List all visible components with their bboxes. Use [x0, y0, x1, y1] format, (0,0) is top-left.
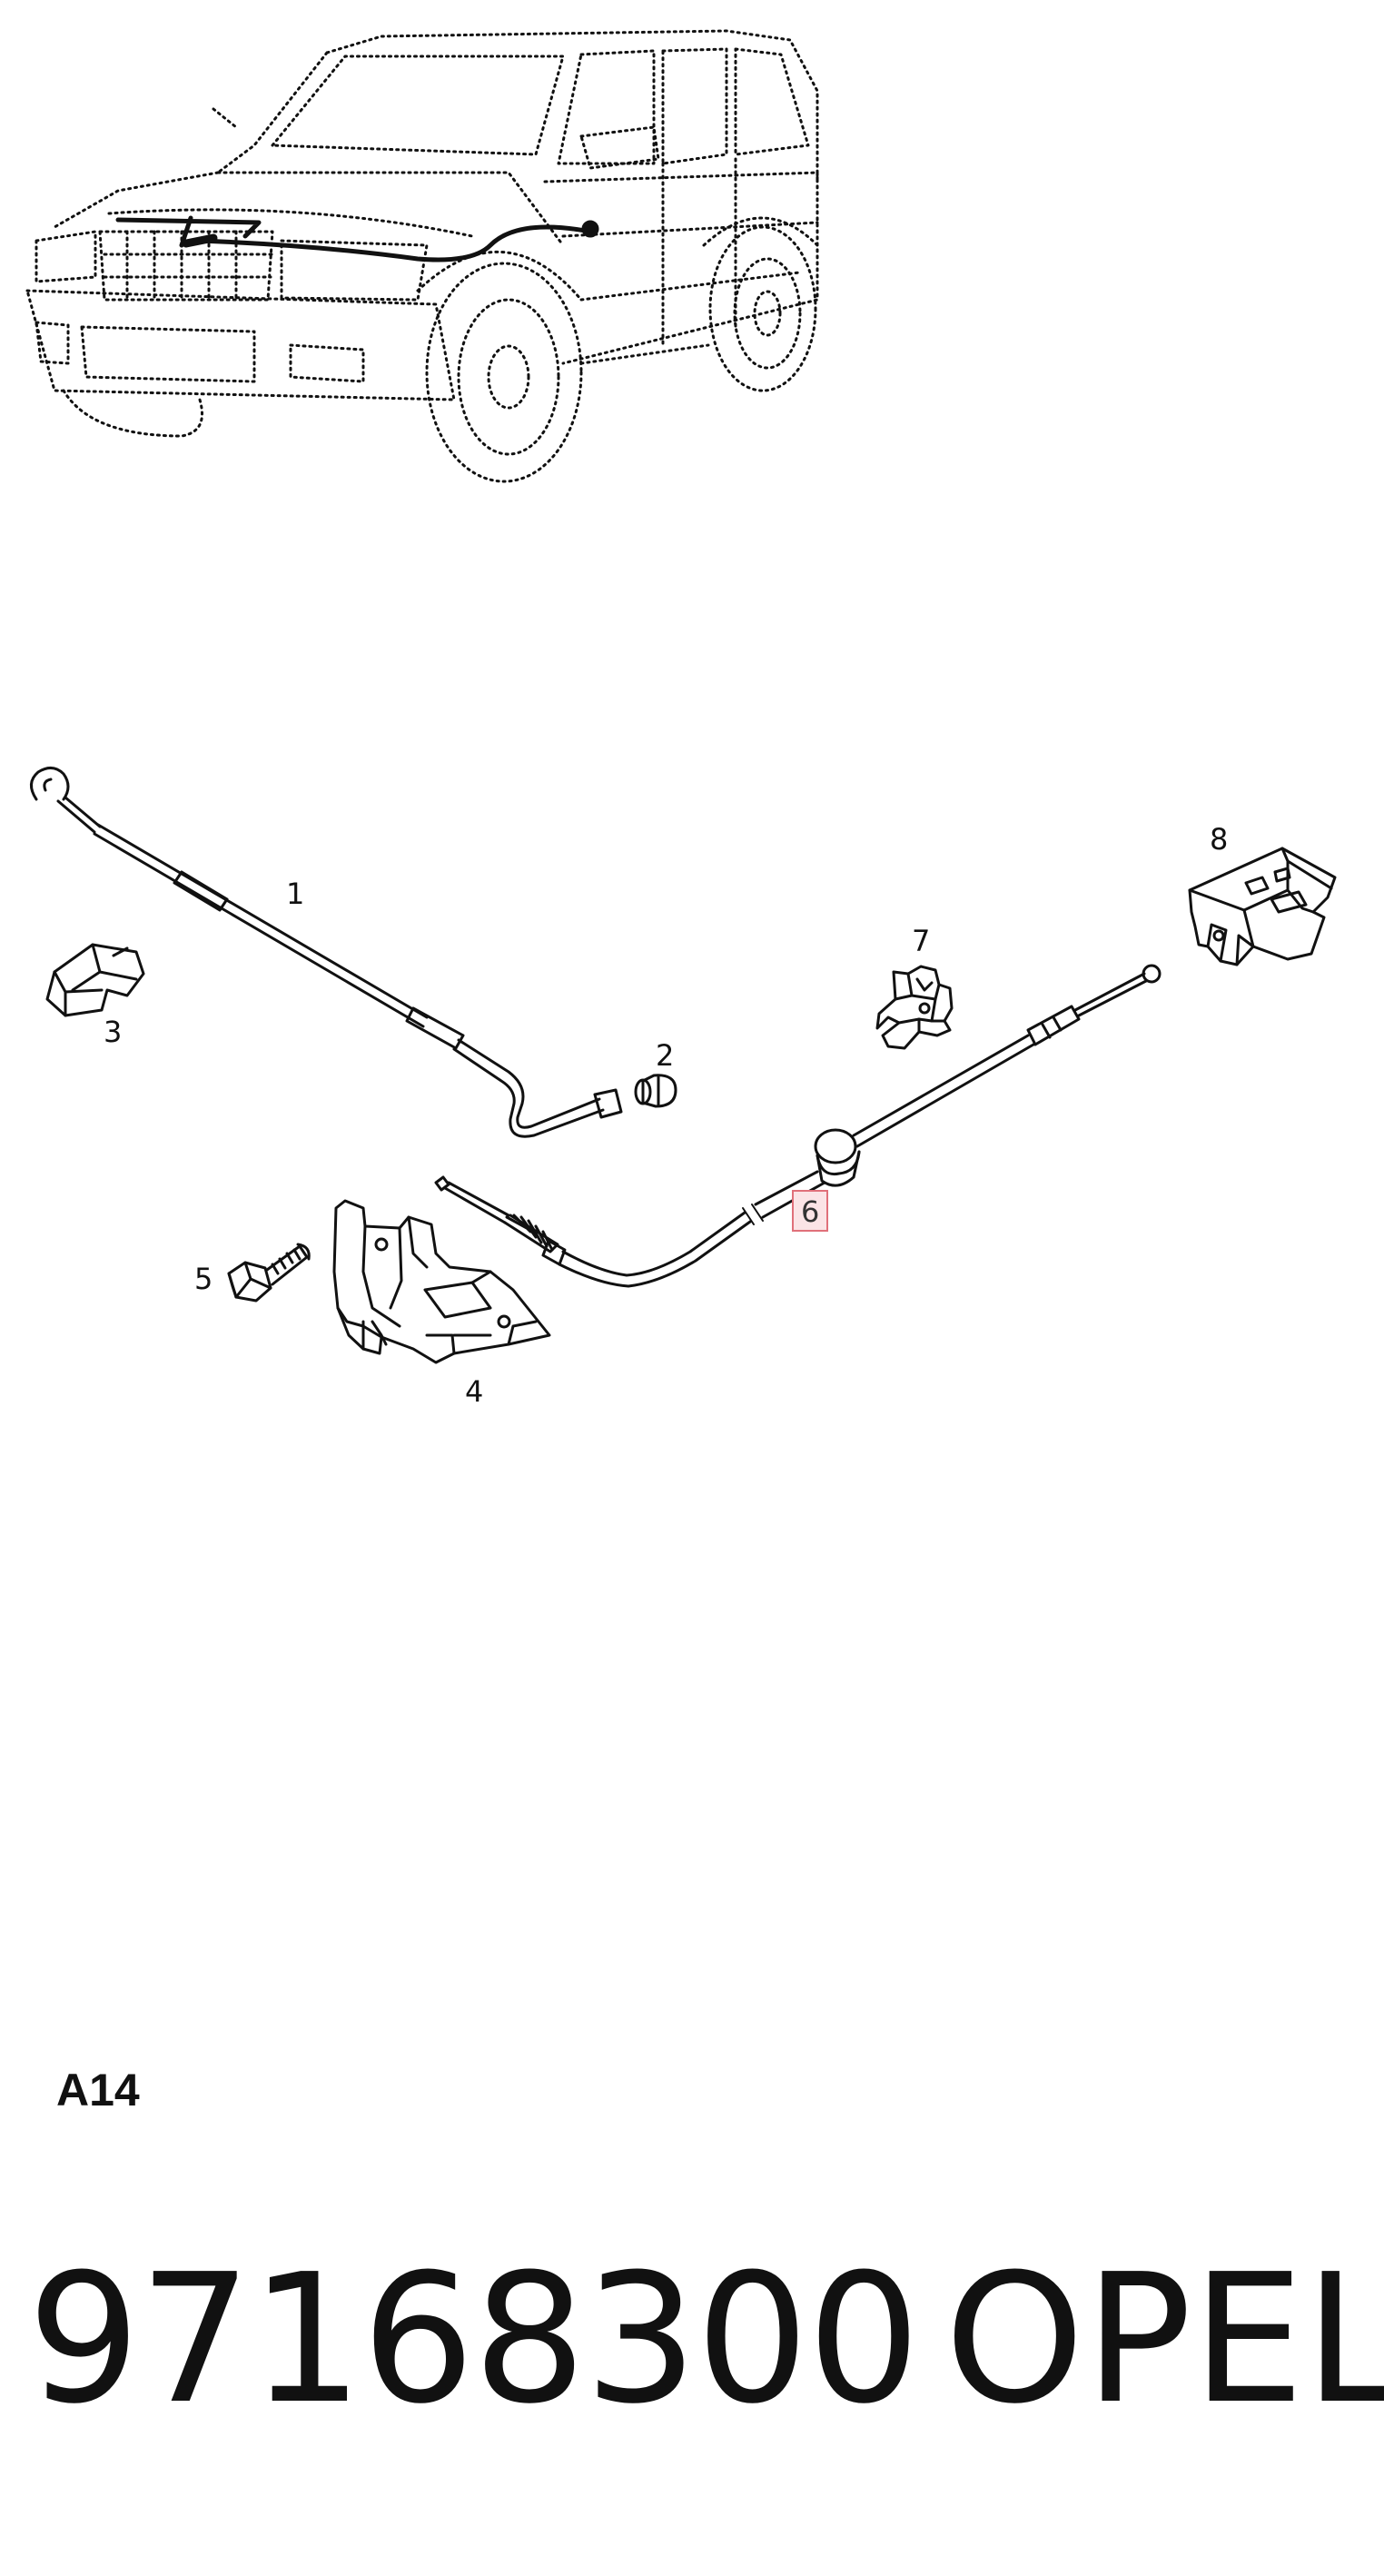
vehicle-cable-route [115, 215, 599, 263]
part-7-retaining-clip [875, 965, 954, 1050]
callout-4: 4 [465, 1374, 484, 1409]
callout-5: 5 [194, 1262, 213, 1296]
vehicle-illustration [25, 29, 819, 483]
callout-7: 7 [912, 924, 931, 958]
part-3-clip [45, 943, 145, 1017]
callout-2: 2 [656, 1038, 675, 1073]
callout-1: 1 [286, 877, 305, 911]
part-4-latch-bracket [332, 1199, 551, 1364]
callout-8: 8 [1210, 822, 1229, 857]
callout-6-highlighted[interactable]: 6 [792, 1190, 829, 1232]
part-2-grommet [634, 1074, 677, 1108]
callout-3: 3 [104, 1015, 123, 1049]
part-6-hood-cable [434, 964, 1162, 1288]
part-1-release-cable [30, 767, 623, 1138]
part-number: 97168300 [27, 2236, 921, 2443]
part-5-bolt [227, 1243, 311, 1303]
brand-name: OPEL [944, 2236, 1384, 2443]
section-label: A14 [56, 2065, 140, 2115]
part-8-mounting-bracket [1188, 847, 1337, 966]
